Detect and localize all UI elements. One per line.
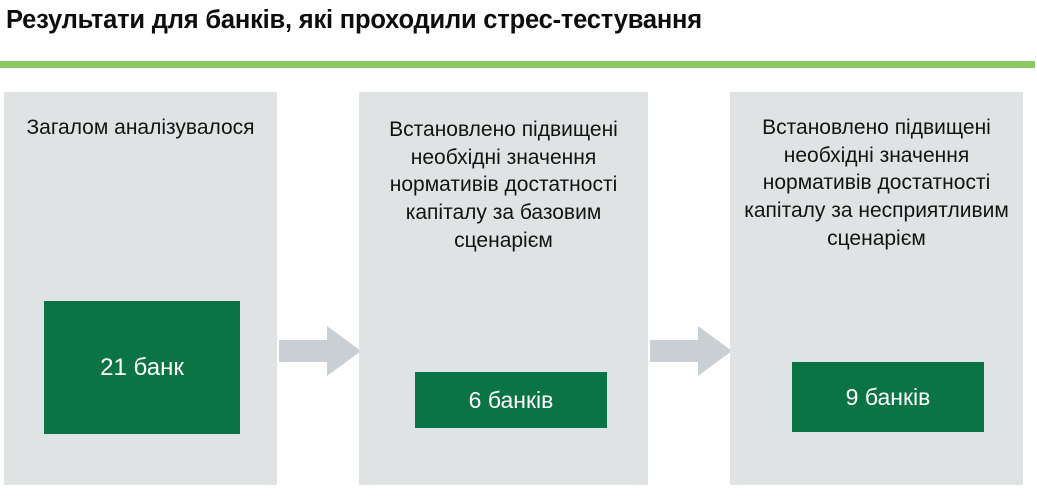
flow-stage-3: Встановлено підвищені необхідні значення… — [730, 92, 1023, 485]
flow-stage-2: Встановлено підвищені необхідні значення… — [359, 92, 648, 485]
flow-stage-2-caption: Встановлено підвищені необхідні значення… — [389, 118, 618, 252]
flow-stage-3-value-chip: 9 банків — [792, 362, 984, 432]
flow-stage-3-caption: Встановлено підвищені необхідні значення… — [744, 116, 1009, 250]
title-divider — [0, 61, 1035, 68]
arrow-right-icon — [650, 326, 732, 376]
flow-stage-2-value-chip: 6 банків — [415, 372, 607, 428]
arrow-right-icon — [279, 326, 361, 376]
page-title: Результати для банків, які проходили стр… — [6, 6, 702, 34]
flow-stage-1-caption: Загалом аналізувалося — [26, 116, 255, 139]
flow-stage-1-value-chip: 21 банк — [44, 301, 240, 434]
flow-stage-1: Загалом аналізувалося 21 банк — [4, 92, 277, 485]
